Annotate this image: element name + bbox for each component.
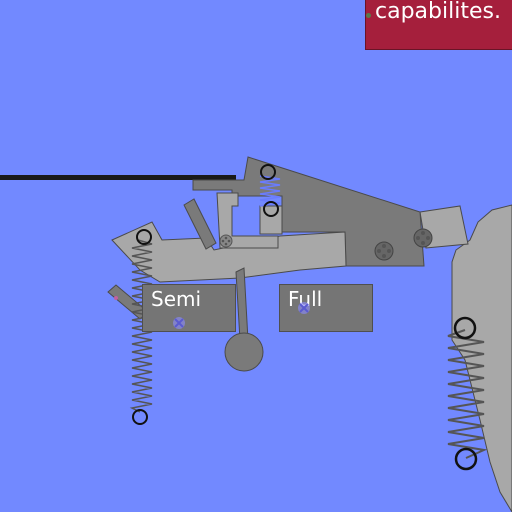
trigger-lever (235, 267, 249, 341)
full-mode-button[interactable]: Full (279, 284, 373, 332)
gear-bolt-icon (374, 241, 394, 261)
stock-body (451, 204, 512, 512)
carrier-spring (259, 175, 281, 207)
banner-dot-icon (366, 13, 371, 18)
pivot-ring-icon (263, 201, 279, 217)
right-spring (447, 329, 488, 459)
gear-bolt-icon (219, 234, 233, 248)
pivot-ring-icon (453, 316, 477, 340)
x-cross-icon (173, 317, 185, 329)
pivot-ring-icon (132, 409, 148, 425)
trigger-knob (224, 332, 264, 372)
x-cross-icon (298, 302, 310, 314)
trigger-body (111, 221, 347, 283)
pivot-ring-icon (260, 164, 276, 180)
pivot-ring-icon (454, 447, 478, 471)
gear-bolt-icon (413, 228, 433, 248)
capabilities-banner[interactable]: capabilites. (365, 0, 512, 50)
barrel-rod (0, 175, 236, 180)
banner-text: capabilites. (375, 0, 501, 24)
hammer-arm (183, 198, 217, 250)
bolt-carrier (192, 156, 425, 267)
semi-mode-button[interactable]: Semi (142, 284, 236, 332)
pivot-ring-icon (136, 229, 152, 245)
semi-mode-label: Semi (151, 287, 202, 311)
selector-pin (114, 296, 118, 300)
